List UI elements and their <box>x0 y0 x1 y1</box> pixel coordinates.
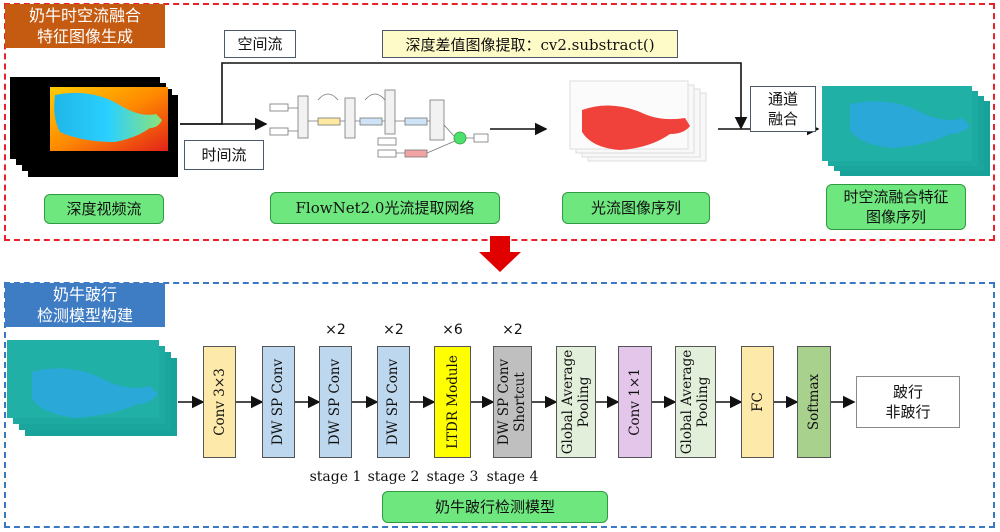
block-label: Conv 1×1 <box>627 368 643 436</box>
block-label: Global Average Pooling <box>679 349 712 455</box>
block-11: Softmax <box>797 346 831 458</box>
transition-arrow <box>479 236 521 272</box>
block-label: DW SP Conv <box>270 358 287 446</box>
depth-video-label: 深度视频流 <box>44 194 164 224</box>
fusion-seq-label: 时空流融合特征 图像序列 <box>826 184 966 230</box>
temporal-flow-label: 时间流 <box>184 140 264 170</box>
repeat-label: ×2 <box>383 322 404 338</box>
model-construction-title: 奶牛跛行 检测模型构建 <box>5 283 165 327</box>
stage-label: stage 2 <box>367 469 420 485</box>
feature-generation-title: 奶牛时空流融合 特征图像生成 <box>5 4 165 48</box>
block-label: Conv 3×3 <box>211 368 228 436</box>
depth-video-stack <box>10 77 178 177</box>
block-4: DW SP Conv <box>377 346 410 458</box>
block-label: DW SP Conv <box>327 358 344 446</box>
stage-label: stage 3 <box>426 469 479 485</box>
block-6: DW SP Conv Shortcut <box>493 346 532 458</box>
block-label: LTDR Module <box>444 355 461 449</box>
block-10: FC <box>741 346 774 458</box>
repeat-label: ×2 <box>325 322 346 338</box>
block-5: LTDR Module <box>434 346 471 458</box>
optical-flow-seq-label: 光流图像序列 <box>562 192 710 224</box>
model-input-stack <box>7 340 177 436</box>
block-label: DW SP Conv Shortcut <box>496 358 529 446</box>
channel-fusion-label: 通道 融合 <box>750 86 816 132</box>
repeat-label: ×2 <box>502 322 523 338</box>
fusion-image-stack <box>822 86 990 176</box>
block-9: Global Average Pooling <box>675 346 716 458</box>
optical-flow-stack <box>569 80 707 162</box>
block-7: Global Average Pooling <box>556 346 596 458</box>
stage-label: stage 1 <box>309 469 362 485</box>
block-label: Softmax <box>806 373 823 431</box>
block-label: Global Average Pooling <box>560 349 593 455</box>
model-label: 奶牛跛行检测模型 <box>382 491 608 523</box>
flownet-network-schematic <box>269 89 489 158</box>
flownet-label: FlowNet2.0光流提取网络 <box>270 192 500 224</box>
block-label: DW SP Conv <box>385 358 402 446</box>
depth-difference-label: 深度差值图像提取：cv2.substract() <box>382 30 678 58</box>
block-1: Conv 3×3 <box>203 346 236 458</box>
output-label: 跛行 非跛行 <box>856 376 960 428</box>
block-label: FC <box>749 392 766 412</box>
block-8: Conv 1×1 <box>618 346 652 458</box>
spatial-flow-label: 空间流 <box>224 30 296 58</box>
block-3: DW SP Conv <box>319 346 352 458</box>
model-construction-section <box>4 282 995 528</box>
block-2: DW SP Conv <box>262 346 295 458</box>
stage-label: stage 4 <box>486 469 539 485</box>
repeat-label: ×6 <box>442 322 463 338</box>
